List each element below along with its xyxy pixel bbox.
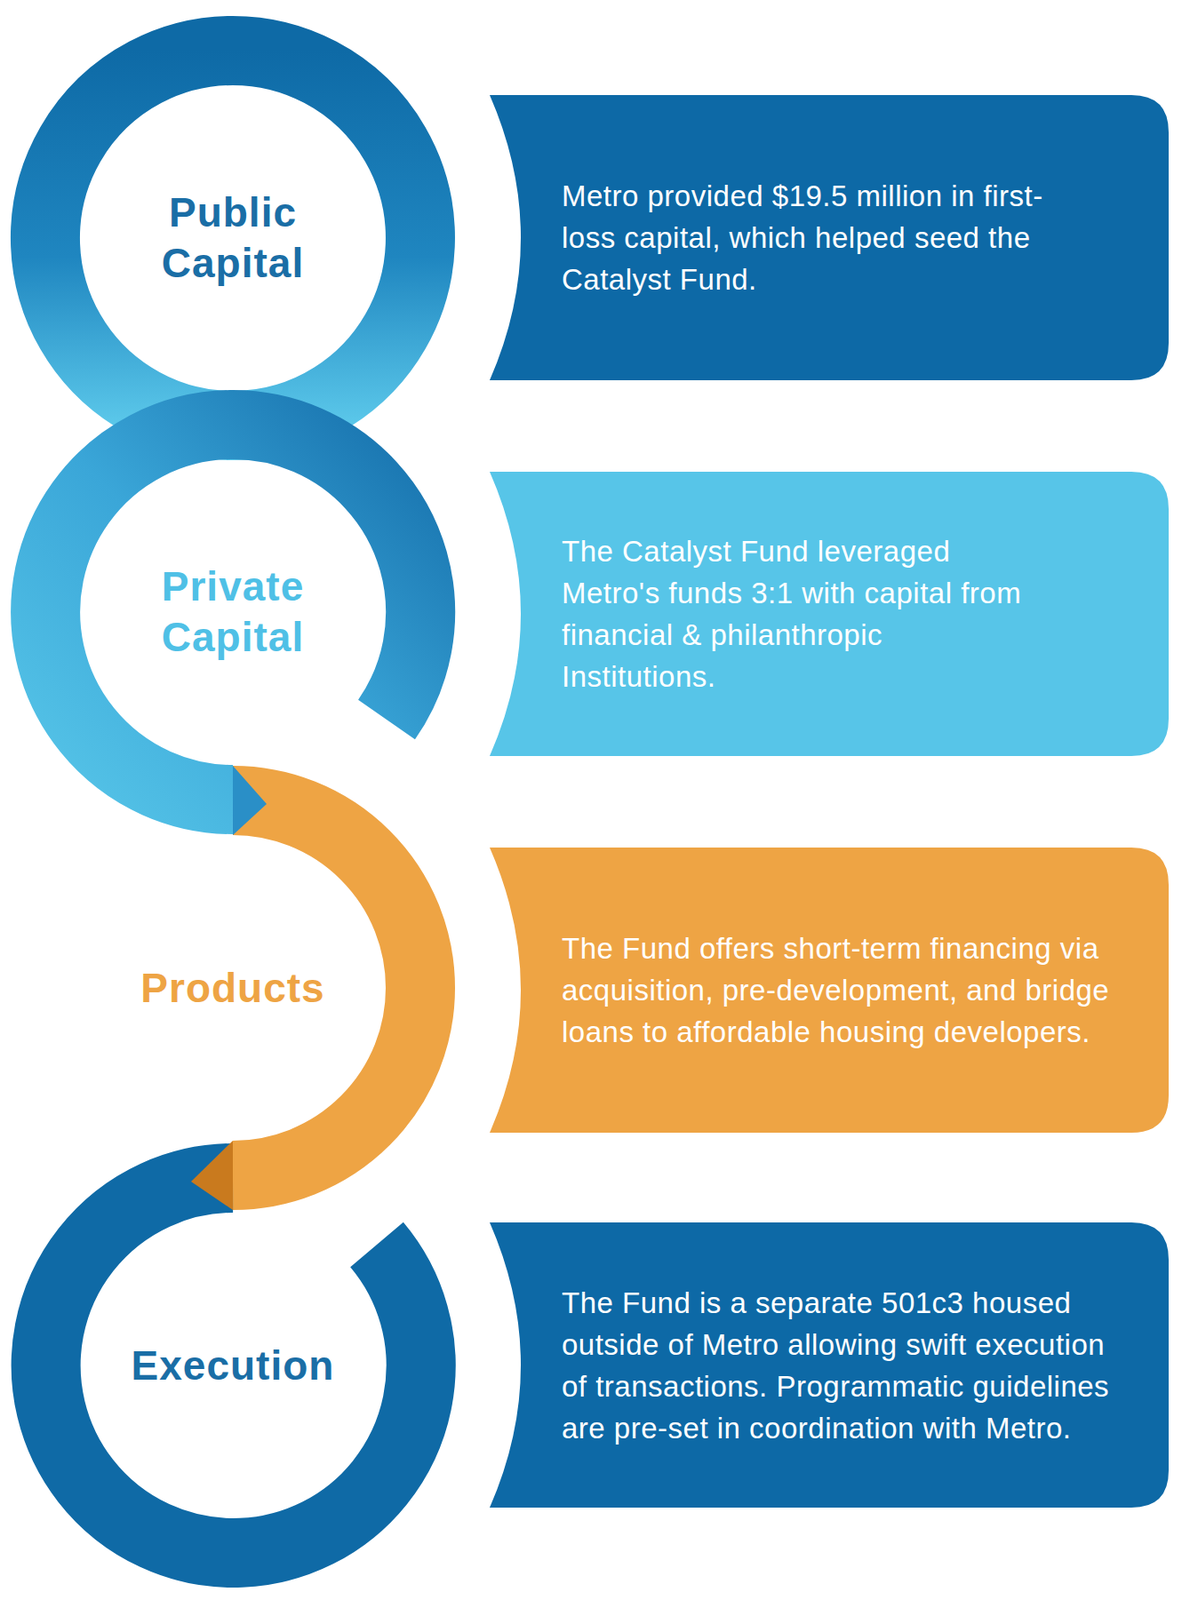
ribbon-fold (191, 1141, 233, 1211)
box-fill (489, 95, 1169, 381)
description-text: The Catalyst Fund leveraged Metro's fund… (561, 530, 1042, 698)
description-text: The Fund is a separate 501c3 housed outs… (561, 1282, 1113, 1450)
ring-four (46, 1178, 422, 1554)
stage-label: Public Capital (101, 187, 365, 289)
description-box: Metro provided $19.5 million in first-lo… (489, 95, 1169, 381)
stage-label: Private Capital (101, 561, 365, 663)
description-box: The Fund is a separate 501c3 housed outs… (489, 1222, 1169, 1509)
box-shape (489, 471, 1169, 757)
description-text: Metro provided $19.5 million in first-lo… (561, 175, 1060, 301)
stage-label: Execution (101, 1341, 365, 1392)
ribbon-fold (232, 766, 267, 836)
description-box: The Catalyst Fund leveraged Metro's fund… (489, 471, 1169, 757)
description-text: The Fund offers short-term financing via… (561, 927, 1131, 1054)
stage-circle: Execution (83, 1216, 383, 1516)
stage-circle: Products (83, 838, 383, 1138)
description-box: The Fund offers short-term financing via… (489, 847, 1169, 1134)
ring-one (45, 50, 421, 426)
stage-label: Products (101, 963, 365, 1015)
box-shape (489, 1222, 1169, 1509)
ring-two (45, 424, 421, 800)
stage-circle: Public Capital (83, 88, 383, 388)
box-fill (489, 847, 1169, 1134)
stage-circle: Private Capital (83, 463, 383, 762)
box-fill (489, 1222, 1169, 1509)
box-fill (489, 471, 1169, 757)
